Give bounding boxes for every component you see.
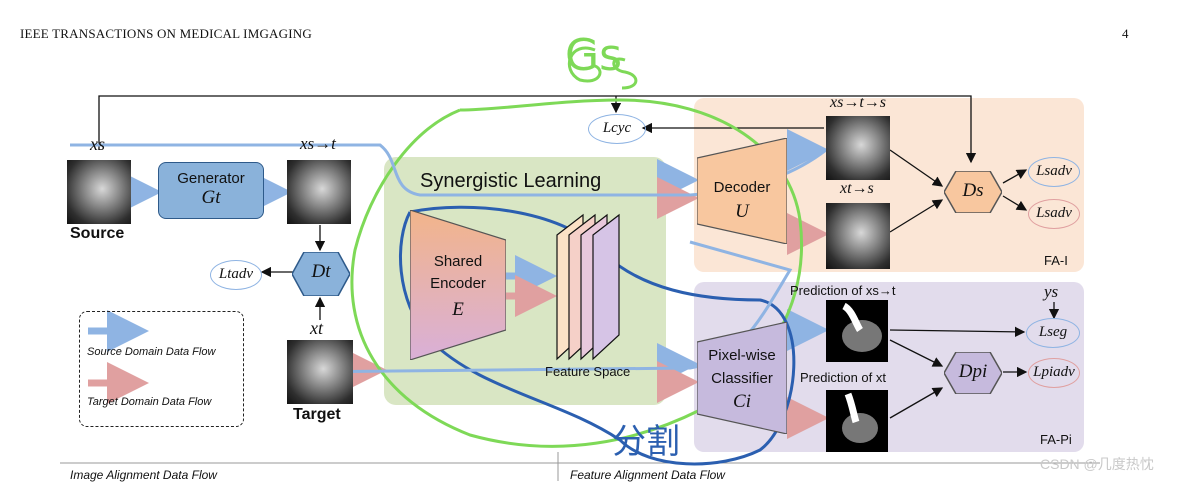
x-ts-label: xt→s <box>840 180 874 197</box>
classifier-trapezoid <box>697 322 787 434</box>
encoder-trapezoid <box>410 210 506 360</box>
l-cyc-label: Lcyc <box>602 120 632 136</box>
green-gs-scribble <box>567 46 638 90</box>
target-image <box>287 340 353 404</box>
pred-xt-label: Prediction of xt <box>800 370 886 385</box>
legend-source-flow: Source Domain Data Flow <box>87 346 216 358</box>
feature-space-label: Feature Space <box>545 364 631 379</box>
cn-annotation: 分割 <box>612 422 680 462</box>
legend-target-flow: Target Domain Data Flow <box>87 396 212 408</box>
dpi-symbol: Dpi <box>958 361 988 382</box>
encoder-line1: Shared <box>433 253 483 270</box>
encoder-line2: Encoder <box>430 275 486 292</box>
generator-title: Generator <box>177 170 245 187</box>
encoder-symbol: E <box>452 299 464 320</box>
target-label: Target <box>293 406 341 423</box>
synergistic-title: Synergistic Learning <box>420 170 602 192</box>
l-adv-s2-label: Lsadv <box>1036 205 1072 221</box>
journal-header: IEEE TRANSACTIONS ON MEDICAL IMGAGING <box>20 26 312 41</box>
footer-left: Image Alignment Data Flow <box>70 468 217 482</box>
xst-label: xs→t <box>300 134 336 153</box>
l-adv-s1-label: Lsadv <box>1036 163 1072 179</box>
ds-symbol: Ds <box>962 180 984 201</box>
l-adv-t-label: Ltadv <box>218 266 254 282</box>
ys-label: ys <box>1044 282 1059 301</box>
xt-label: xt <box>310 318 323 338</box>
decoder-title: Decoder <box>713 179 771 196</box>
xs-label: xs <box>90 134 105 154</box>
generator-symbol: Gt <box>201 187 221 208</box>
footer-right: Feature Alignment Data Flow <box>570 468 725 482</box>
l-seg-label: Lseg <box>1038 324 1068 340</box>
pred-xt-image <box>826 390 888 452</box>
dt-symbol: Dt <box>311 261 331 282</box>
l-adv-t-ellipse: Ltadv <box>210 260 262 290</box>
legend-box <box>79 311 244 427</box>
x-ts-image <box>826 203 890 269</box>
l-adv-pi-ellipse: Lpiadv <box>1028 358 1080 388</box>
fa1-tag: FA-I <box>1044 253 1068 268</box>
dpi-hexagon <box>944 352 1002 394</box>
xst-image <box>287 160 351 224</box>
l-adv-s1-ellipse: Lsadv <box>1028 157 1080 187</box>
dt-hexagon <box>292 252 350 296</box>
l-adv-pi-label: Lpiadv <box>1033 364 1075 380</box>
l-cyc-ellipse: Lcyc <box>588 114 646 144</box>
feature-maps <box>556 213 620 361</box>
gs-annotation: Gs <box>565 30 623 81</box>
classifier-line2: Classifier <box>711 370 773 387</box>
watermark: CSDN @几度热忱 <box>1040 456 1154 472</box>
decoder-trapezoid <box>697 138 787 244</box>
classifier-line1: Pixel-wise <box>708 347 776 364</box>
l-adv-s2-ellipse: Lsadv <box>1028 199 1080 229</box>
generator-box: Generator Gt <box>158 162 264 219</box>
classifier-symbol: Ci <box>733 391 751 412</box>
source-image <box>67 160 131 224</box>
source-trace-line <box>70 143 827 197</box>
pred-xst-image <box>826 300 888 362</box>
ds-hexagon <box>944 171 1002 213</box>
x-sts-image <box>826 116 890 180</box>
fap-tag: FA-Pi <box>1040 432 1072 447</box>
page-number: 4 <box>1122 26 1129 41</box>
decoder-symbol: U <box>735 201 749 222</box>
l-seg-ellipse: Lseg <box>1026 318 1080 348</box>
source-label: Source <box>70 225 125 242</box>
x-sts-label: xs→t→s <box>830 94 886 111</box>
pred-xst-label: Prediction of xs→t <box>790 283 896 298</box>
